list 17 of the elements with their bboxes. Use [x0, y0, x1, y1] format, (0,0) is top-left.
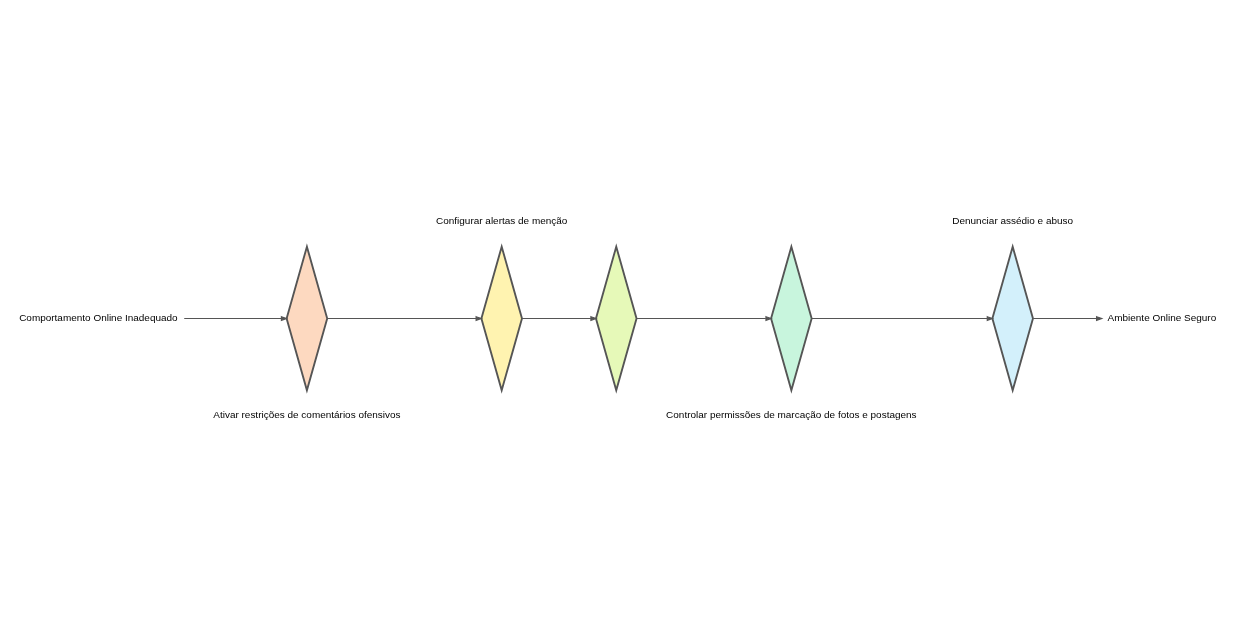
- node-label: Denunciar assédio e abuso: [952, 214, 1074, 226]
- node-diamond: [770, 242, 813, 394]
- arrow: [636, 315, 773, 321]
- node-diamond: [991, 242, 1034, 394]
- node-label: Controlar permissões de marcação de fotos e postagens: [666, 408, 917, 420]
- node-text: Ambiente Online Seguro: [1107, 311, 1217, 323]
- node-label: Configurar alertas de menção: [436, 214, 568, 226]
- node-diamond: [595, 242, 638, 394]
- node-diamond: [285, 242, 329, 394]
- node-diamond: [480, 242, 523, 394]
- arrow: [521, 315, 598, 321]
- arrow: [183, 315, 289, 321]
- node-label: Ativar restrições de comentários ofensivos: [213, 408, 401, 420]
- arrow: [1032, 315, 1104, 321]
- arrow: [326, 315, 484, 321]
- node-text: Comportamento Online Inadequado: [19, 311, 178, 323]
- arrow: [811, 315, 995, 321]
